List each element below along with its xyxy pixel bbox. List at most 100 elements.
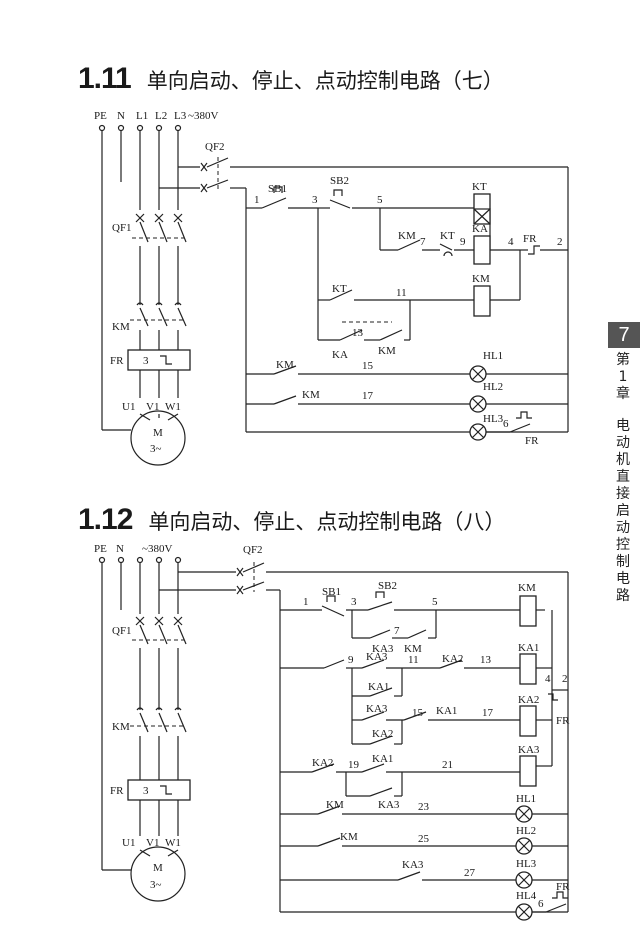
label-km-coil: KM bbox=[472, 273, 490, 285]
label-kt-coil: KT bbox=[472, 181, 487, 193]
label-ka-contact: KA bbox=[332, 349, 348, 361]
terminal-w1: W1 bbox=[165, 401, 181, 413]
label-voltage: ~380V bbox=[142, 543, 172, 555]
power-wires bbox=[101, 131, 187, 431]
node-1: 1 bbox=[254, 194, 260, 206]
label-voltage: ~380V bbox=[188, 110, 218, 122]
label-km-lamp2: KM bbox=[340, 831, 358, 843]
label-km-main: KM bbox=[112, 321, 130, 333]
label-l1: L1 bbox=[136, 110, 148, 122]
section-number: 1.11 bbox=[78, 62, 132, 95]
node-15: 15 bbox=[362, 360, 374, 372]
motor-phase: 3~ bbox=[150, 879, 162, 891]
label-l3: L3 bbox=[174, 110, 187, 122]
ka-coil bbox=[473, 235, 491, 265]
node-6: 6 bbox=[538, 898, 544, 910]
control-rung-start bbox=[246, 186, 568, 341]
label-kt-contact-2: KT bbox=[332, 283, 347, 295]
label-ka3-contact-4: KA3 bbox=[378, 799, 400, 811]
circuit-diagram-1-11: PE N L1 L2 L3 ~380V QF1 KM bbox=[94, 110, 569, 466]
label-km-contact: KM bbox=[404, 643, 422, 655]
control-supply-wires bbox=[159, 562, 569, 913]
node-17: 17 bbox=[362, 390, 374, 402]
node-9: 9 bbox=[460, 236, 466, 248]
label-ka1-contact: KA1 bbox=[368, 681, 389, 693]
node-3: 3 bbox=[312, 194, 318, 206]
label-qf2: QF2 bbox=[205, 141, 225, 153]
label-ka3-coil: KA3 bbox=[518, 744, 540, 756]
label-fr-lamp: FR bbox=[556, 881, 570, 893]
node-3: 3 bbox=[351, 596, 357, 608]
node-11: 11 bbox=[408, 654, 419, 666]
label-qf1: QF1 bbox=[112, 625, 132, 637]
label-pe: PE bbox=[94, 543, 107, 555]
label-ka2-contact-2: KA2 bbox=[372, 728, 393, 740]
lamp-hl2-icon bbox=[469, 395, 487, 413]
power-wires bbox=[101, 563, 187, 871]
terminal-u1: U1 bbox=[122, 837, 135, 849]
node-7: 7 bbox=[394, 625, 400, 637]
label-km-coil: KM bbox=[518, 582, 536, 594]
label-fr-main: FR bbox=[110, 785, 124, 797]
overload-relay-box bbox=[127, 349, 191, 371]
node-7: 7 bbox=[420, 236, 426, 248]
label-km-lamp1: KM bbox=[276, 359, 294, 371]
label-fr-main: FR bbox=[110, 355, 124, 367]
ka2-coil bbox=[519, 705, 537, 737]
node-23: 23 bbox=[418, 801, 430, 813]
node-15: 15 bbox=[412, 707, 424, 719]
node-2: 2 bbox=[557, 236, 563, 248]
node-2: 2 bbox=[562, 673, 568, 685]
node-5: 5 bbox=[432, 596, 438, 608]
chapter-title: 电动机直接启动控制电路 bbox=[616, 418, 630, 604]
ka3-coil bbox=[519, 755, 537, 787]
label-sb2: SB2 bbox=[330, 175, 349, 187]
label-ka1-coil: KA1 bbox=[518, 642, 539, 654]
fr-box-number: 3 bbox=[143, 785, 149, 797]
km-coil bbox=[519, 595, 537, 627]
lamp-hl4-icon bbox=[515, 903, 533, 921]
node-6: 6 bbox=[503, 418, 509, 430]
node-11: 11 bbox=[396, 287, 407, 299]
lamp-hl2-icon bbox=[515, 837, 533, 855]
terminal-v1: V1 bbox=[146, 837, 159, 849]
node-9: 9 bbox=[348, 654, 354, 666]
label-ka2-contact: KA2 bbox=[442, 653, 463, 665]
label-ka2-contact-3: KA2 bbox=[312, 757, 333, 769]
label-ka2-coil: KA2 bbox=[518, 694, 539, 706]
control-supply-wires bbox=[159, 157, 569, 433]
node-21: 21 bbox=[442, 759, 453, 771]
node-4: 4 bbox=[545, 673, 551, 685]
label-qf2: QF2 bbox=[243, 544, 263, 556]
label-ka3-contact-2: KA3 bbox=[366, 651, 388, 663]
motor-phase: 3~ bbox=[150, 443, 162, 455]
label-hl4: HL4 bbox=[516, 890, 537, 902]
label-hl3: HL3 bbox=[516, 858, 537, 870]
motor-label: M bbox=[153, 862, 163, 874]
lamp-rungs bbox=[246, 365, 568, 433]
node-13: 13 bbox=[480, 654, 492, 666]
label-km-contact: KM bbox=[398, 230, 416, 242]
ka1-coil bbox=[519, 653, 537, 685]
label-pe: PE bbox=[94, 110, 107, 122]
node-5: 5 bbox=[377, 194, 383, 206]
label-qf1: QF1 bbox=[112, 222, 132, 234]
section-number: 1.12 bbox=[78, 503, 133, 536]
label-hl2: HL2 bbox=[483, 381, 503, 393]
label-km-contact-2: KM bbox=[378, 345, 396, 357]
label-hl3: HL3 bbox=[483, 413, 504, 425]
label-l2: L2 bbox=[155, 110, 167, 122]
label-sb2: SB2 bbox=[378, 580, 397, 592]
terminal-u1: U1 bbox=[122, 401, 135, 413]
label-ka3-lamp: KA3 bbox=[402, 859, 424, 871]
node-19: 19 bbox=[348, 759, 360, 771]
supply-terminals bbox=[98, 556, 182, 564]
supply-terminals bbox=[98, 124, 182, 132]
label-ka3-contact: KA3 bbox=[372, 643, 394, 655]
label-sb1: SB1 bbox=[268, 183, 287, 195]
label-fr-contact: FR bbox=[556, 715, 570, 727]
thermal-element-icon bbox=[160, 355, 172, 365]
motor-icon bbox=[130, 846, 186, 902]
